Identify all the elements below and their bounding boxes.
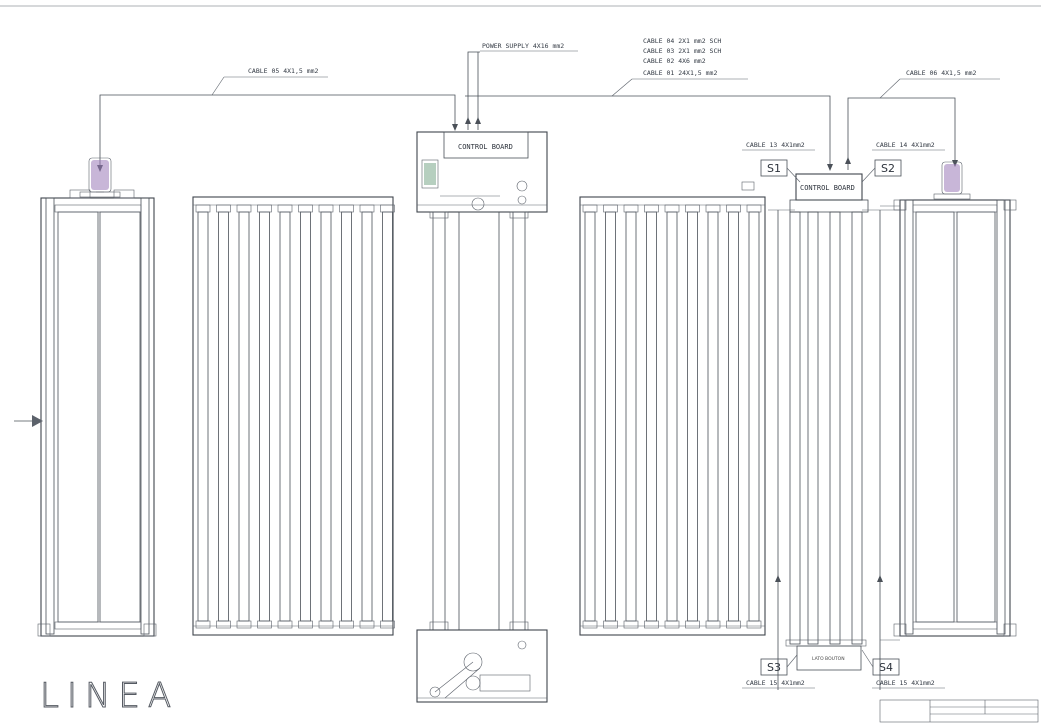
roller-bearing bbox=[216, 620, 231, 629]
sensor-s3: S3 bbox=[767, 661, 781, 674]
sensor-s2: S2 bbox=[881, 162, 895, 175]
label-cable-05: CABLE 05 4X1,5 mm2 bbox=[248, 67, 319, 75]
title-block bbox=[879, 699, 1039, 723]
label-cable-15a: CABLE 15 4X1mm2 bbox=[746, 679, 805, 687]
roller-bearing bbox=[277, 620, 293, 629]
roller-bearing bbox=[236, 620, 252, 629]
roller-bearing bbox=[623, 204, 639, 213]
roller bbox=[238, 211, 250, 622]
label-cable-06: CABLE 06 4X1,5 mm2 bbox=[906, 69, 977, 77]
label-cable-03: CABLE 03 2X1 mm2 SCH bbox=[643, 47, 721, 55]
roller bbox=[382, 211, 393, 622]
roller-bearing bbox=[726, 204, 741, 213]
label-cable-04: CABLE 04 2X1 mm2 SCH bbox=[643, 37, 721, 45]
roller-bearing bbox=[257, 204, 272, 213]
roller-bearing bbox=[298, 620, 313, 629]
sensor-s1: S1 bbox=[767, 162, 781, 175]
roller-bearing bbox=[685, 620, 700, 629]
roller bbox=[320, 211, 332, 622]
roller-bearing bbox=[195, 620, 211, 629]
roller-bearing bbox=[705, 620, 721, 629]
roller-conveyor-a bbox=[192, 196, 395, 636]
roller-conveyor-b bbox=[579, 196, 766, 636]
control-board-label-1: CONTROL BOARD bbox=[458, 143, 513, 151]
right-belt-frame bbox=[880, 199, 1017, 641]
label-cable-13: CABLE 13 4X1mm2 bbox=[746, 141, 805, 149]
roller-bearing bbox=[298, 204, 313, 213]
roller-bearing bbox=[318, 204, 334, 213]
roller-bearing bbox=[236, 204, 252, 213]
roller bbox=[584, 211, 596, 622]
roller-bearing bbox=[216, 204, 231, 213]
sensor-tags: S1 S2 S3 S4 bbox=[760, 159, 902, 676]
entry-arrow-icon bbox=[14, 415, 43, 427]
label-cable-15b: CABLE 15 4X1mm2 bbox=[876, 679, 935, 687]
roller bbox=[197, 211, 209, 622]
label-cable-02: CABLE 02 4X6 mm2 bbox=[643, 57, 706, 65]
control-board-label-2: CONTROL BOARD bbox=[800, 184, 855, 192]
label-cable-14: CABLE 14 4X1mm2 bbox=[876, 141, 935, 149]
roller bbox=[341, 211, 352, 622]
roller bbox=[687, 211, 698, 622]
roller-bearing bbox=[623, 620, 639, 629]
roller-bearing bbox=[726, 620, 741, 629]
sensor-s4: S4 bbox=[879, 661, 893, 674]
roller-bearing bbox=[664, 204, 680, 213]
roller bbox=[748, 211, 760, 622]
roller bbox=[625, 211, 637, 622]
roller bbox=[646, 211, 657, 622]
roller bbox=[707, 211, 719, 622]
roller-bearing bbox=[380, 620, 395, 629]
roller-bearing bbox=[257, 620, 272, 629]
center-control-unit: CONTROL BOARD bbox=[416, 131, 548, 703]
roller bbox=[666, 211, 678, 622]
roller-bearing bbox=[664, 620, 680, 629]
roller-bearing bbox=[705, 204, 721, 213]
roller bbox=[279, 211, 291, 622]
roller-bearing bbox=[746, 204, 762, 213]
roller-bearing bbox=[318, 620, 334, 629]
roller-bearing bbox=[685, 204, 700, 213]
right-machine: LATO BOUTON bbox=[768, 209, 905, 690]
roller-bearing bbox=[380, 204, 395, 213]
lato-bottom-label: LATO BOUTON bbox=[812, 656, 845, 662]
roller-bearing bbox=[339, 204, 354, 213]
roller-bearing bbox=[359, 204, 375, 213]
roller-bearing bbox=[195, 204, 211, 213]
roller-bearing bbox=[603, 204, 618, 213]
roller-bearing bbox=[359, 620, 375, 629]
roller-bearing bbox=[339, 620, 354, 629]
roller-bearing bbox=[582, 620, 598, 629]
label-cable-01: CABLE 01 24X1,5 mm2 bbox=[643, 69, 717, 77]
roller bbox=[259, 211, 270, 622]
label-power-supply: POWER SUPPLY 4X16 mm2 bbox=[482, 42, 564, 50]
left-belt-frame bbox=[37, 189, 157, 637]
linea-title: LINEA bbox=[40, 676, 179, 716]
motor-right bbox=[933, 161, 971, 200]
roller bbox=[361, 211, 373, 622]
cable-routes bbox=[97, 51, 958, 172]
roller-bearing bbox=[277, 204, 293, 213]
roller bbox=[728, 211, 739, 622]
roller bbox=[300, 211, 311, 622]
roller-bearing bbox=[644, 620, 659, 629]
roller-bearing bbox=[644, 204, 659, 213]
roller-bearing bbox=[603, 620, 618, 629]
right-control-unit: CONTROL BOARD bbox=[741, 173, 869, 213]
roller bbox=[218, 211, 229, 622]
roller-bearing bbox=[582, 204, 598, 213]
roller-bearing bbox=[746, 620, 762, 629]
motor-left bbox=[79, 157, 121, 198]
roller bbox=[605, 211, 616, 622]
